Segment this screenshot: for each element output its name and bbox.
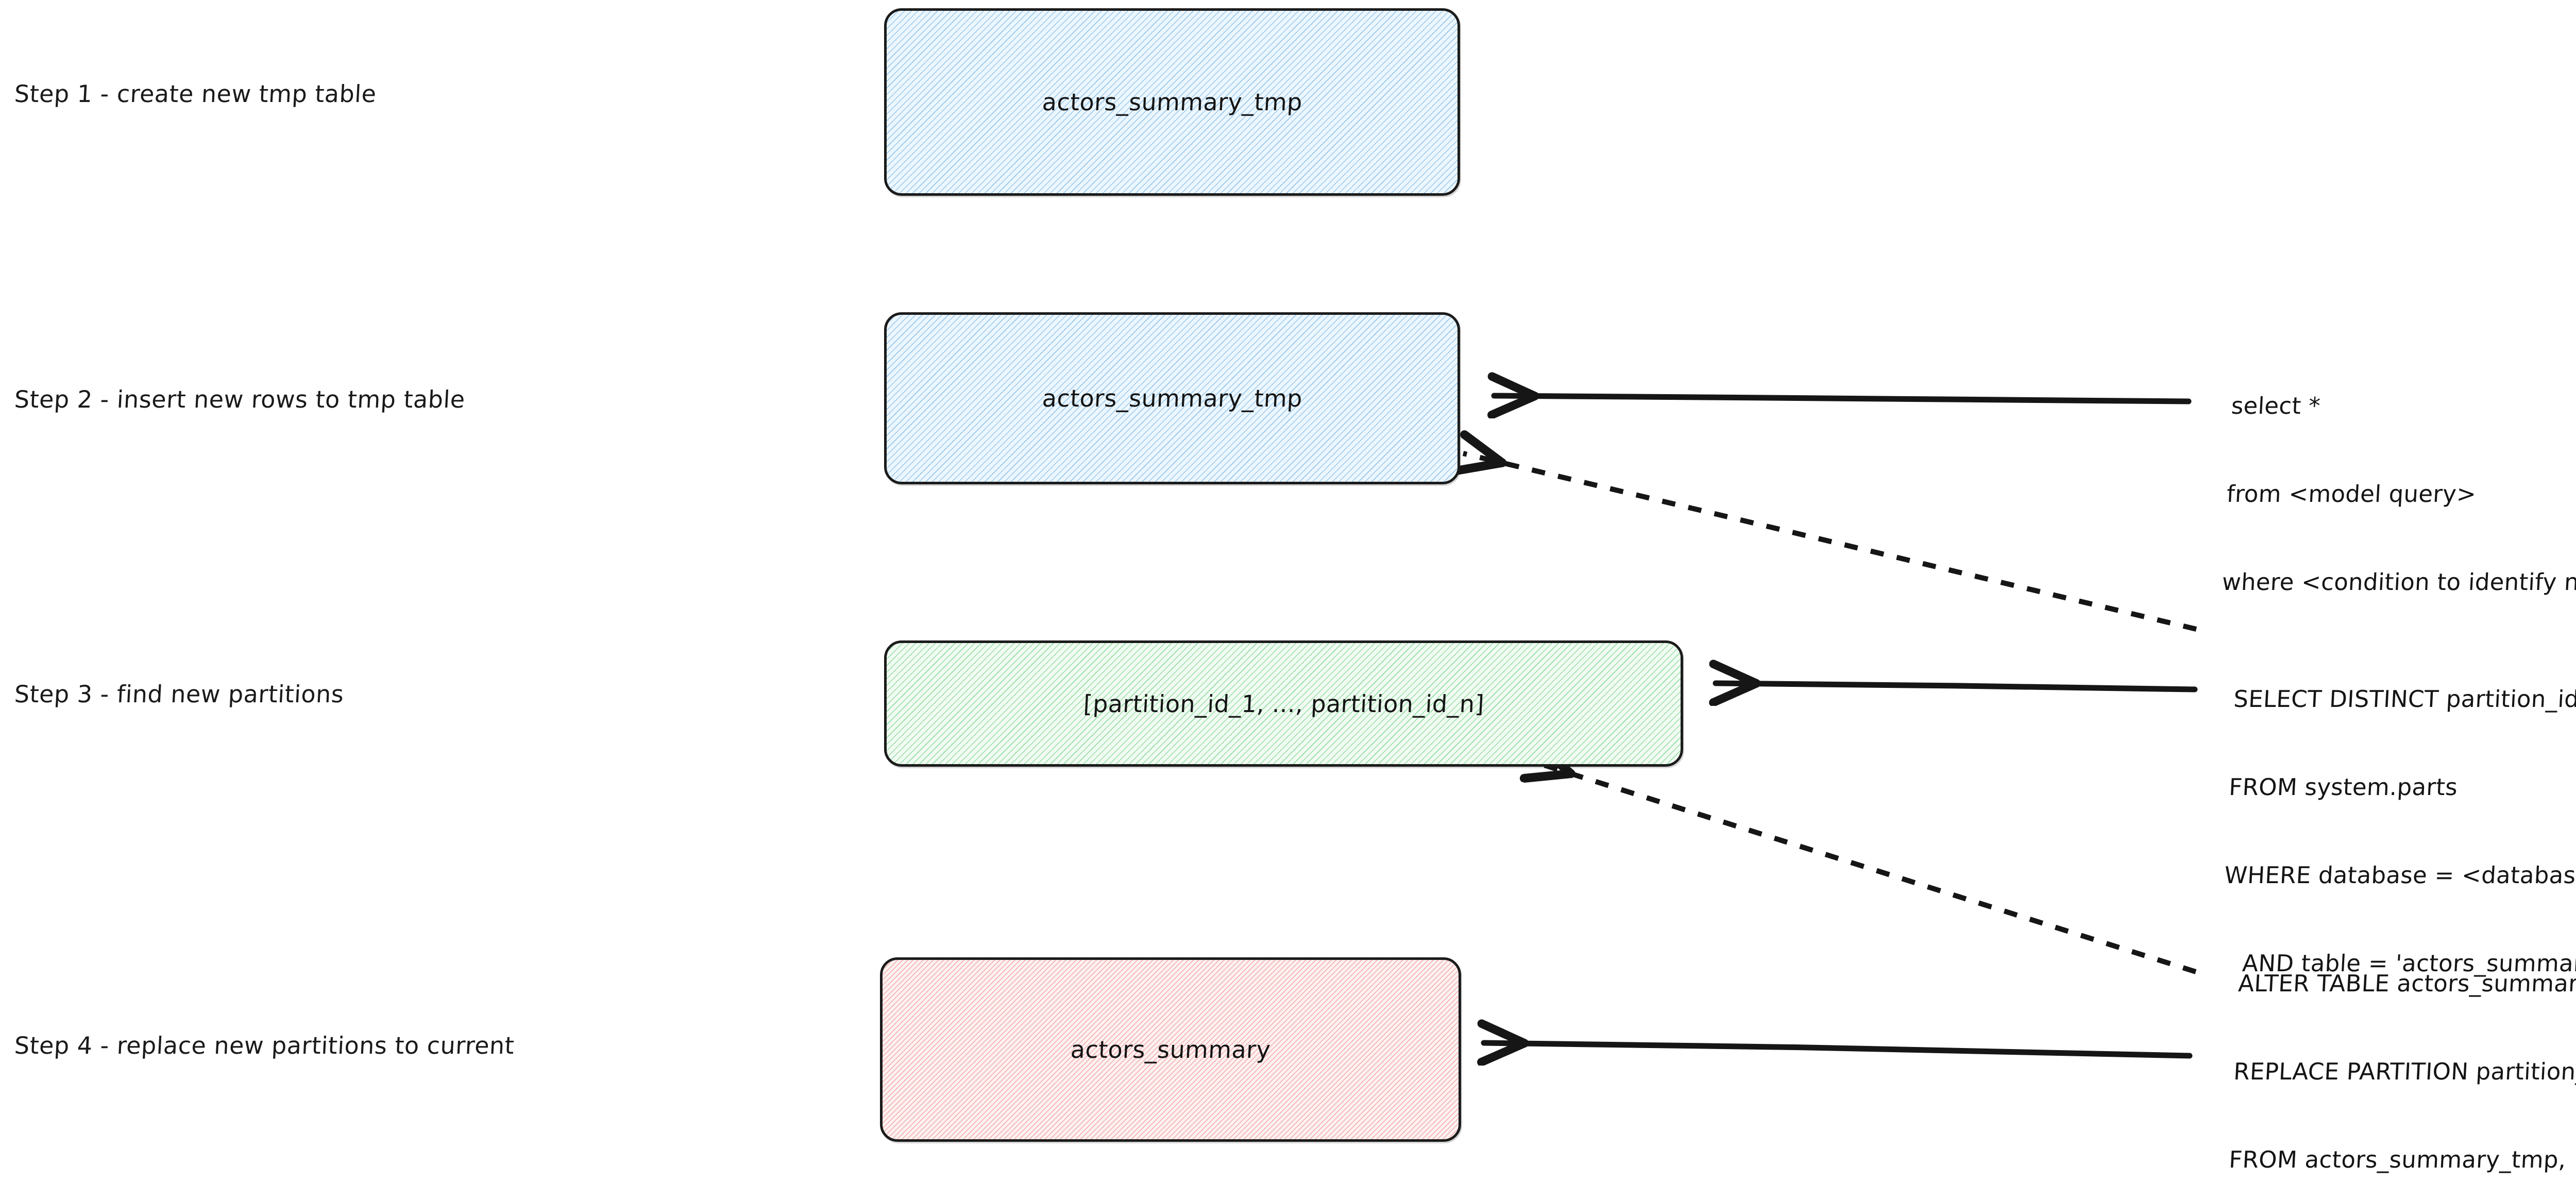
edge-find-partitions-to-tmp-table [1463, 453, 2197, 632]
code-line: FROM actors_summary_tmp, [2228, 1146, 2567, 1173]
edge-find-partitions-to-partitions-box [1716, 683, 2198, 689]
code-line: from <model query> [2226, 480, 2477, 508]
node-label-tmp-table-step1: actors_summary_tmp [1041, 88, 1303, 116]
node-label-target-table: actors_summary [1070, 1036, 1272, 1063]
step-label-1: Step 1 - create new tmp table [13, 80, 377, 108]
code-line: FROM system.parts [2228, 773, 2459, 801]
edge-replace-partitions-to-partitions-box [1533, 762, 2197, 974]
code-line: where <condition to identify new> [2221, 568, 2576, 596]
step-label-4: Step 4 - replace new partitions to curre… [13, 1032, 515, 1059]
node-tmp-table-step1[interactable]: actors_summary_tmp [884, 8, 1460, 196]
code-block-replace-partitions-query: ALTER TABLE actors_summary REPLACE PARTI… [2211, 910, 2576, 1199]
edge-insert-query-to-tmp-table [1494, 396, 2192, 401]
code-line: SELECT DISTINCT partition_id [2233, 685, 2576, 713]
code-line: WHERE database = <database> [2224, 862, 2576, 889]
step-label-2: Step 2 - insert new rows to tmp table [13, 385, 466, 413]
code-block-insert-query: select * from <model query> where <condi… [2218, 332, 2576, 655]
edge-replace-partitions-to-target-table [1484, 1043, 2193, 1056]
node-tmp-table-step2[interactable]: actors_summary_tmp [884, 312, 1460, 484]
code-line: ALTER TABLE actors_summary [2238, 970, 2576, 997]
node-target-table[interactable]: actors_summary [880, 957, 1461, 1142]
code-line: select * [2230, 392, 2321, 419]
step-label-3: Step 3 - find new partitions [13, 680, 345, 708]
code-line: REPLACE PARTITION partition_id_1 [2233, 1058, 2576, 1085]
node-partitions-list[interactable]: [partition_id_1, ..., partition_id_n] [884, 640, 1683, 767]
node-label-tmp-table-step2: actors_summary_tmp [1041, 384, 1303, 412]
node-label-partitions-list: [partition_id_1, ..., partition_id_n] [1082, 689, 1485, 718]
